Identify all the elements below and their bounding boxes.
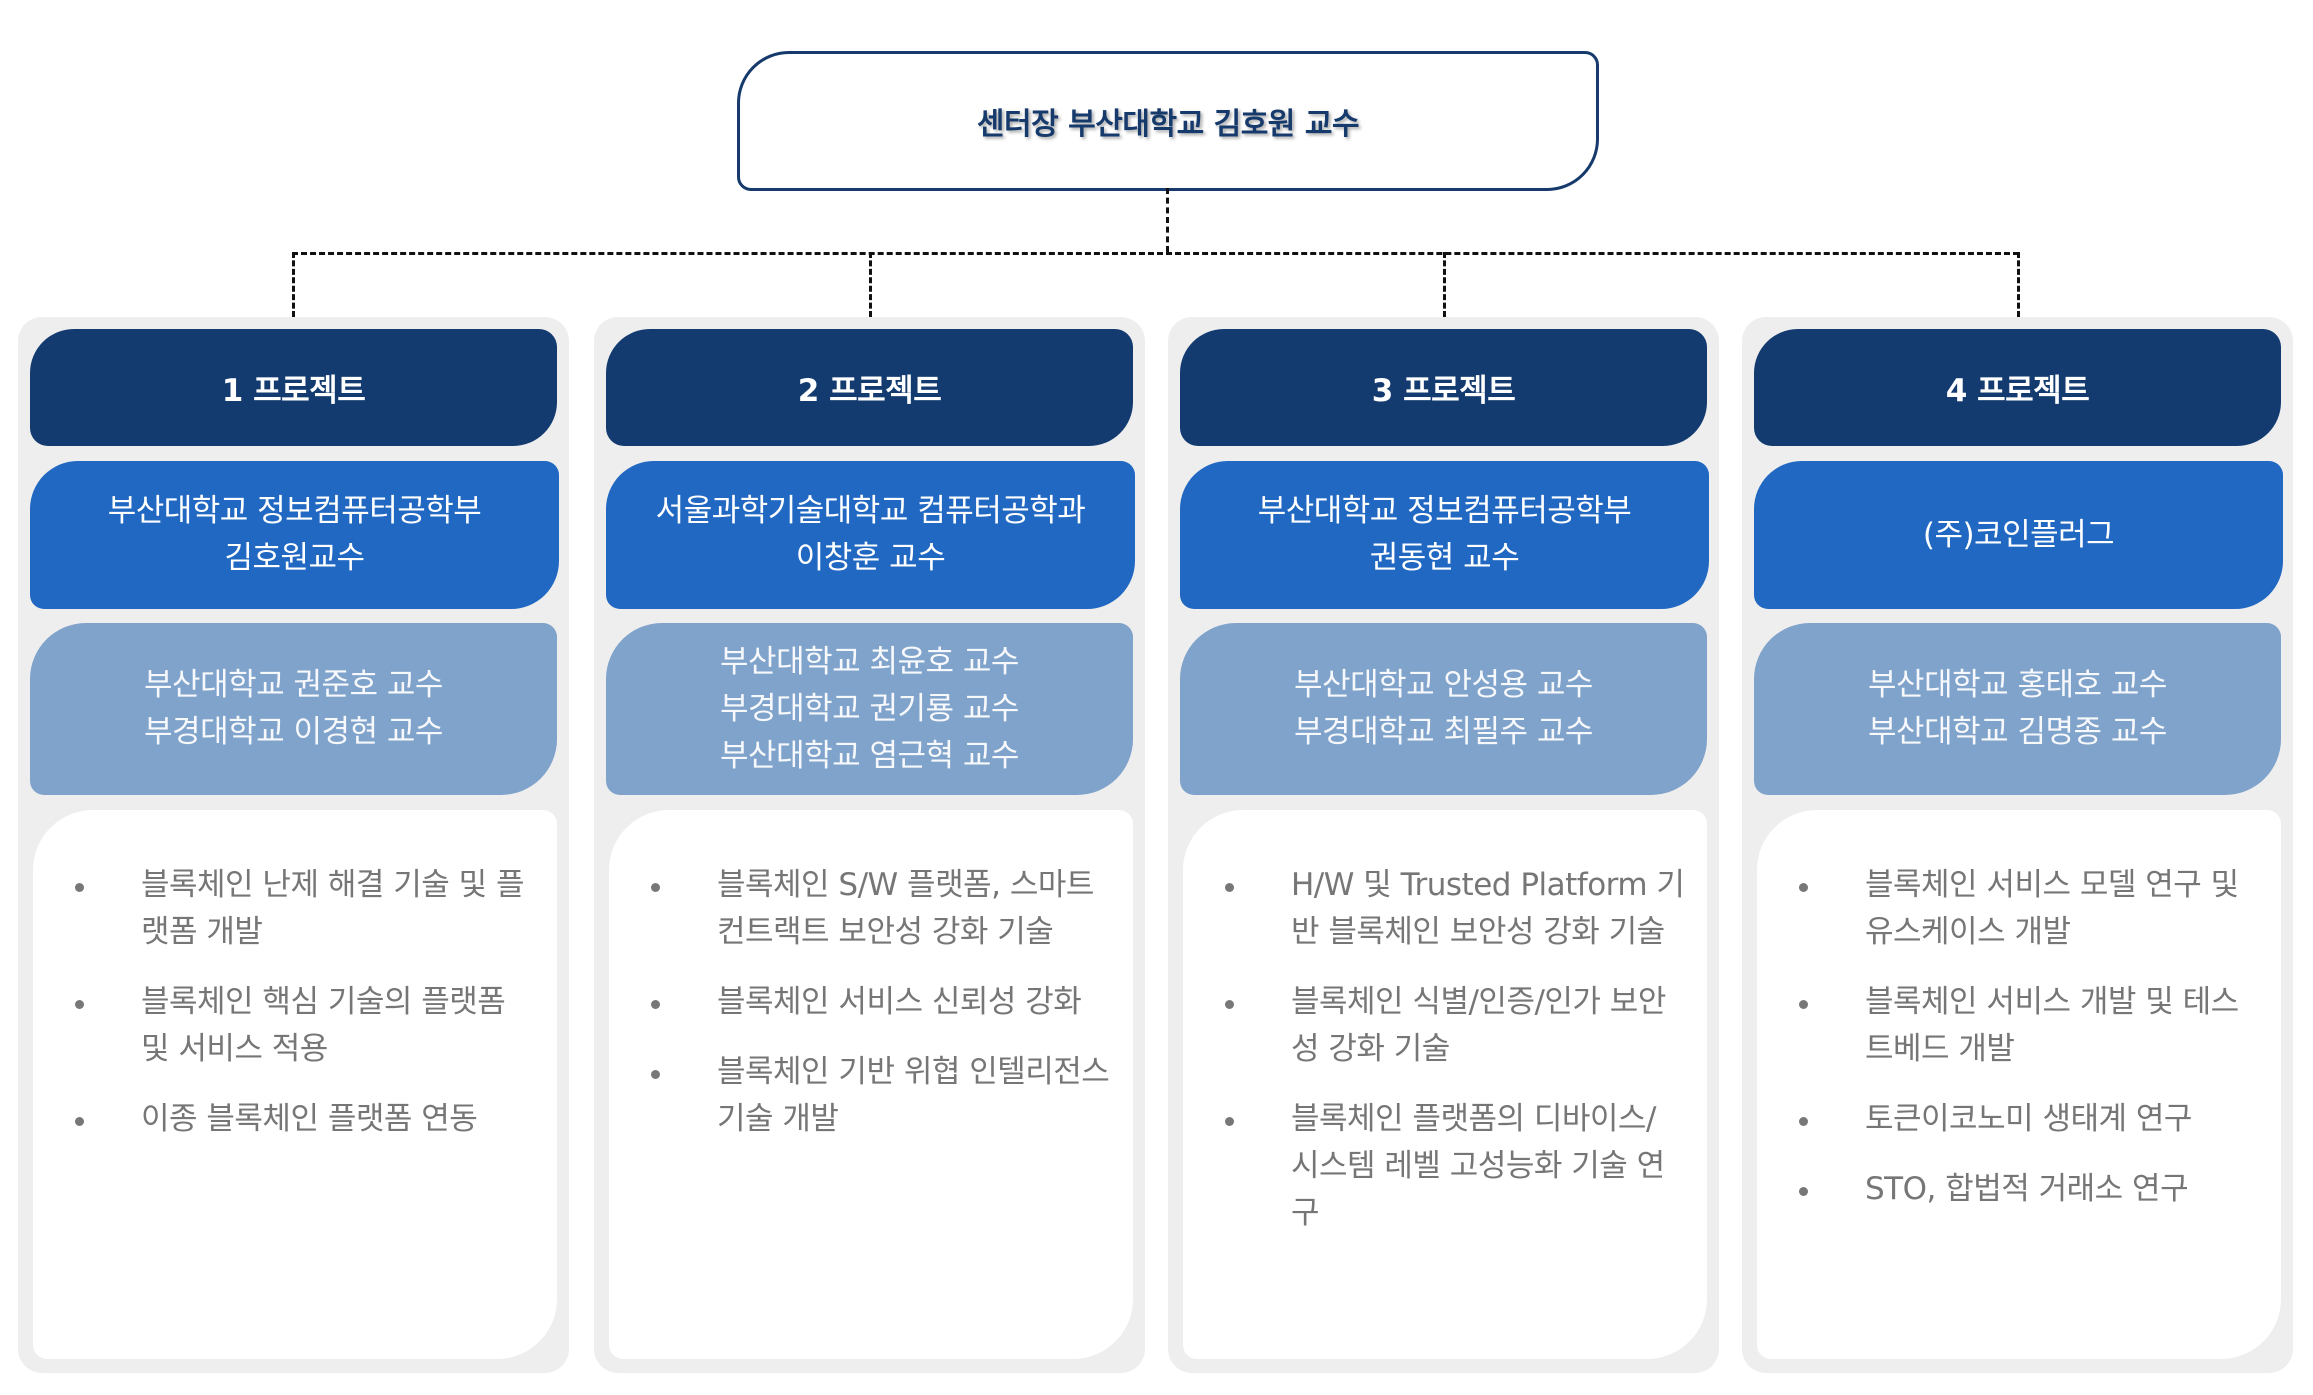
lead-line: 서울과학기술대학교 컴퓨터공학과 (655, 493, 1086, 529)
member-line: 부산대학교 안성용 교수 (1294, 667, 1593, 703)
project-header: 2 프로젝트 (606, 329, 1133, 446)
project-header: 3 프로젝트 (1180, 329, 1707, 446)
co-researchers-box: 부산대학교 권준호 교수 부경대학교 이경현 교수 (30, 623, 557, 795)
research-items-list: 블록체인 서비스 모델 연구 및 유스케이스 개발 블록체인 서비스 개발 및 … (1757, 810, 2281, 1213)
list-item: 블록체인 서비스 개발 및 테스트베드 개발 (1797, 979, 2261, 1073)
project-title: 1 프로젝트 (221, 373, 366, 409)
member-line: 부산대학교 김명종 교수 (1868, 714, 2167, 750)
research-items-box: 블록체인 S/W 플랫폼, 스마트 컨트랙트 보안성 강화 기술 블록체인 서비… (609, 810, 1133, 1359)
bullet-icon (1799, 1117, 1808, 1126)
bullet-icon (1799, 883, 1808, 892)
bullet-icon (651, 883, 660, 892)
project-column-4: 4 프로젝트 (주)코인플러그 부산대학교 홍태호 교수 부산대학교 김명종 교… (1742, 317, 2293, 1373)
list-item: 토큰이코노미 생태계 연구 (1797, 1096, 2261, 1143)
member-line: 부산대학교 권준호 교수 (144, 667, 443, 703)
connector-project-4 (2017, 252, 2020, 317)
project-title: 4 프로젝트 (1945, 373, 2090, 409)
research-items-list: H/W 및 Trusted Platform 기반 블록체인 보안성 강화 기술… (1183, 810, 1707, 1237)
list-item: 블록체인 난제 해결 기술 및 플랫폼 개발 (73, 862, 537, 956)
project-column-1: 1 프로젝트 부산대학교 정보컴퓨터공학부 김호원교수 부산대학교 권준호 교수… (18, 317, 569, 1373)
connector-project-3 (1443, 252, 1446, 317)
co-researchers-box: 부산대학교 최윤호 교수 부경대학교 권기룡 교수 부산대학교 염근혁 교수 (606, 623, 1133, 795)
member-line: 부경대학교 이경현 교수 (144, 714, 443, 750)
bullet-icon (1799, 1187, 1808, 1196)
member-line: 부산대학교 염근혁 교수 (720, 737, 1019, 774)
list-item: 블록체인 서비스 모델 연구 및 유스케이스 개발 (1797, 862, 2261, 956)
lead-institution-box: 서울과학기술대학교 컴퓨터공학과 이창훈 교수 (606, 461, 1135, 609)
bullet-icon (651, 1070, 660, 1079)
project-title: 2 프로젝트 (797, 373, 942, 409)
lead-institution-box: 부산대학교 정보컴퓨터공학부 김호원교수 (30, 461, 559, 609)
lead-institution-box: (주)코인플러그 (1754, 461, 2283, 609)
lead-line: 부산대학교 정보컴퓨터공학부 (107, 493, 482, 529)
connector-project-1 (292, 252, 295, 317)
lead-institution-box: 부산대학교 정보컴퓨터공학부 권동현 교수 (1180, 461, 1709, 609)
director-box: 센터장 부산대학교 김호원 교수 (737, 51, 1599, 191)
research-items-list: 블록체인 S/W 플랫폼, 스마트 컨트랙트 보안성 강화 기술 블록체인 서비… (609, 810, 1133, 1143)
list-item: 블록체인 S/W 플랫폼, 스마트 컨트랙트 보안성 강화 기술 (649, 862, 1113, 956)
research-items-list: 블록체인 난제 해결 기술 및 플랫폼 개발 블록체인 핵심 기술의 플랫폼 및… (33, 810, 557, 1143)
research-items-box: 블록체인 서비스 모델 연구 및 유스케이스 개발 블록체인 서비스 개발 및 … (1757, 810, 2281, 1359)
co-researchers-box: 부산대학교 홍태호 교수 부산대학교 김명종 교수 (1754, 623, 2281, 795)
lead-line: 김호원교수 (224, 540, 365, 576)
list-item: 블록체인 기반 위협 인텔리전스 기술 개발 (649, 1049, 1113, 1143)
connector-project-2 (869, 252, 872, 317)
lead-line: 부산대학교 정보컴퓨터공학부 (1257, 493, 1632, 529)
bullet-icon (1225, 1000, 1234, 1009)
list-item: 블록체인 핵심 기술의 플랫폼 및 서비스 적용 (73, 979, 537, 1073)
project-title: 3 프로젝트 (1371, 373, 1516, 409)
bullet-icon (651, 1000, 660, 1009)
connector-director-down (1166, 188, 1169, 252)
bullet-icon (1799, 1000, 1808, 1009)
lead-line: 권동현 교수 (1369, 540, 1520, 576)
director-label: 센터장 부산대학교 김호원 교수 (976, 107, 1360, 142)
list-item: H/W 및 Trusted Platform 기반 블록체인 보안성 강화 기술 (1223, 862, 1687, 956)
list-item: 이종 블록체인 플랫폼 연동 (73, 1096, 537, 1143)
research-items-box: 블록체인 난제 해결 기술 및 플랫폼 개발 블록체인 핵심 기술의 플랫폼 및… (33, 810, 557, 1359)
bullet-icon (75, 1000, 84, 1009)
list-item: 블록체인 식별/인증/인가 보안성 강화 기술 (1223, 979, 1687, 1073)
bullet-icon (1225, 1117, 1234, 1126)
co-researchers-box: 부산대학교 안성용 교수 부경대학교 최필주 교수 (1180, 623, 1707, 795)
member-line: 부산대학교 최윤호 교수 (720, 643, 1019, 680)
list-item: 블록체인 서비스 신뢰성 강화 (649, 979, 1113, 1026)
bullet-icon (1225, 883, 1234, 892)
list-item: STO, 합법적 거래소 연구 (1797, 1166, 2261, 1213)
bullet-icon (75, 883, 84, 892)
lead-line: (주)코인플러그 (1922, 516, 2115, 553)
project-column-3: 3 프로젝트 부산대학교 정보컴퓨터공학부 권동현 교수 부산대학교 안성용 교… (1168, 317, 1719, 1373)
connector-horizontal (292, 252, 2019, 255)
bullet-icon (75, 1117, 84, 1126)
member-line: 부경대학교 최필주 교수 (1294, 714, 1593, 750)
lead-line: 이창훈 교수 (795, 540, 946, 576)
project-header: 1 프로젝트 (30, 329, 557, 446)
member-line: 부산대학교 홍태호 교수 (1868, 667, 2167, 703)
list-item: 블록체인 플랫폼의 디바이스/ 시스템 레벨 고성능화 기술 연구 (1223, 1096, 1687, 1237)
project-header: 4 프로젝트 (1754, 329, 2281, 446)
research-items-box: H/W 및 Trusted Platform 기반 블록체인 보안성 강화 기술… (1183, 810, 1707, 1359)
project-column-2: 2 프로젝트 서울과학기술대학교 컴퓨터공학과 이창훈 교수 부산대학교 최윤호… (594, 317, 1145, 1373)
member-line: 부경대학교 권기룡 교수 (720, 690, 1019, 727)
